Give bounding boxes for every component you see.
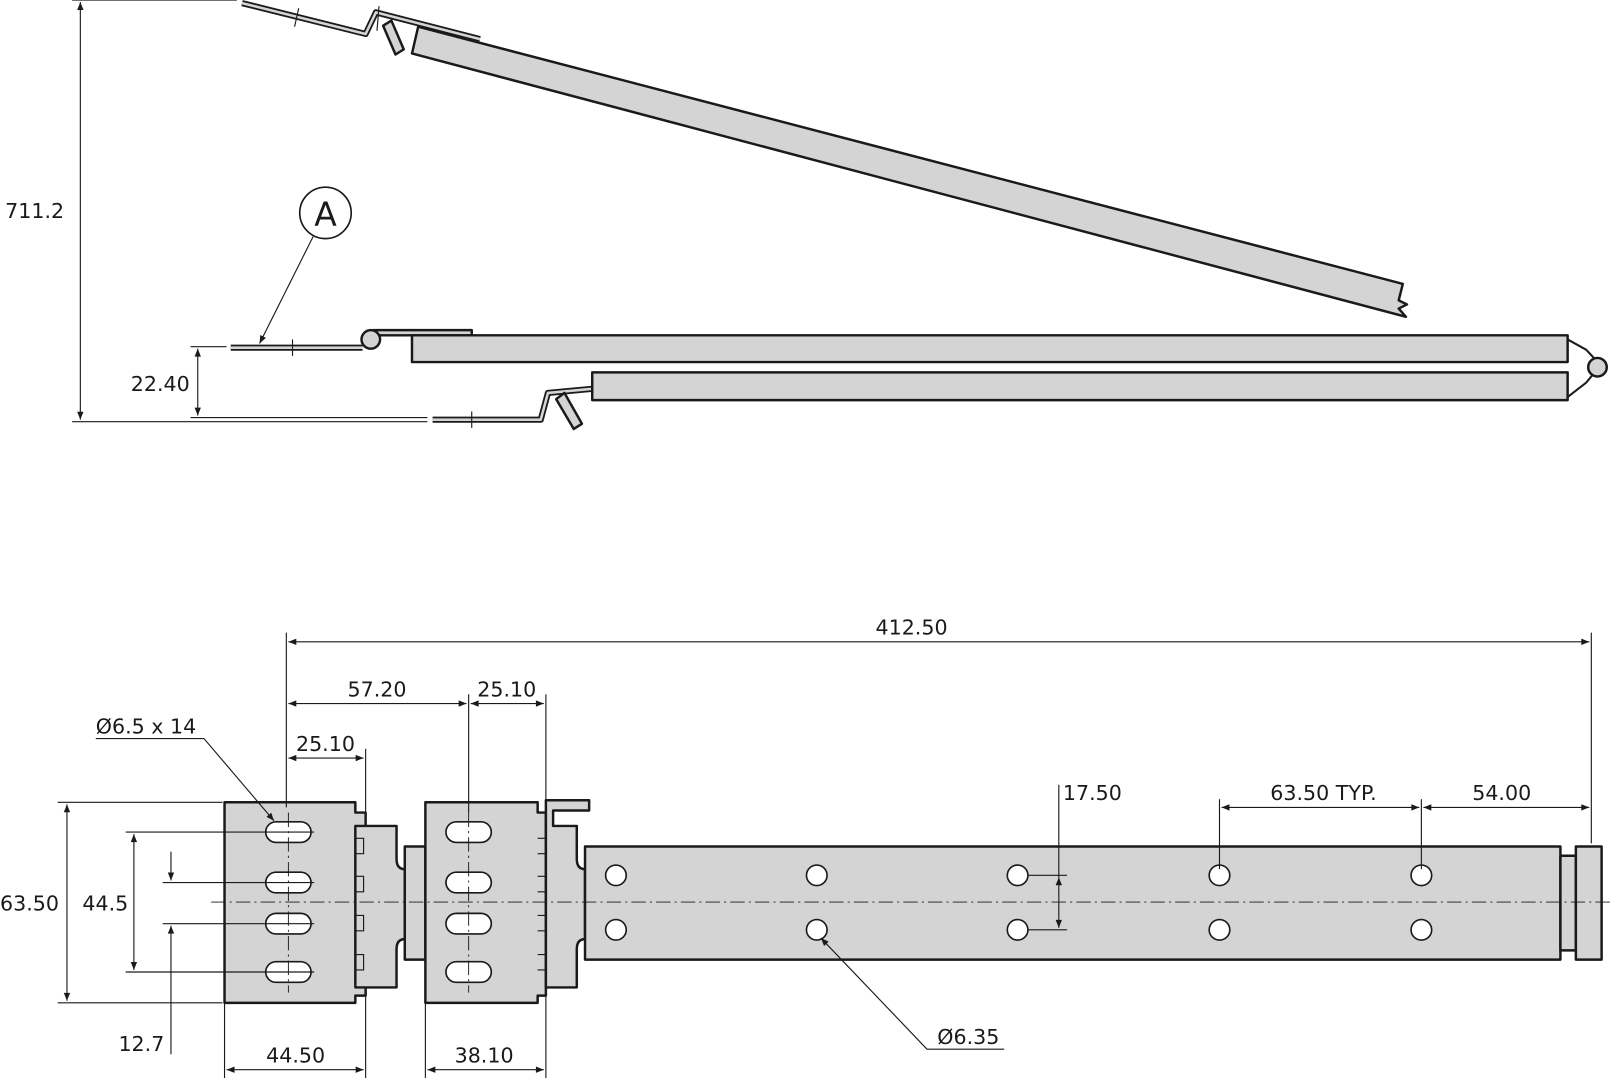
dim-overall-length: 412.50 xyxy=(875,616,947,640)
hinge-pin xyxy=(360,328,382,350)
main-bar xyxy=(583,845,1562,961)
ramp-bar-open xyxy=(410,25,1409,319)
plan-dimensions: 412.50 57.20 25.10 25.10 Ø6.5 x 14 63.50… xyxy=(0,616,1592,1078)
callout-label: A xyxy=(314,194,337,233)
connector xyxy=(403,845,427,961)
top-view-open xyxy=(241,0,1409,319)
side-view-folded xyxy=(230,328,1608,431)
end-cap xyxy=(1574,845,1603,961)
dim-hole-dia: Ø6.35 xyxy=(937,1025,999,1049)
dim-pitch: 57.20 xyxy=(347,677,406,701)
plan-view xyxy=(211,798,1612,1005)
top-dimensions: 711.2 22.40 A xyxy=(5,0,428,423)
hinge-tab xyxy=(381,19,405,56)
holes xyxy=(604,864,1433,941)
ramp-bar-upper xyxy=(410,334,1569,364)
dim-width-b: 25.10 xyxy=(477,677,536,701)
dim-end-offset: 54.00 xyxy=(1472,781,1531,805)
dim-slot-pitch: 12.7 xyxy=(118,1032,164,1056)
dim-plate-b-width: 38.10 xyxy=(455,1044,514,1068)
dim-slot-size: Ø6.5 x 14 xyxy=(96,714,196,738)
callout-circle xyxy=(298,186,353,240)
hinge-pin-end xyxy=(1586,356,1608,378)
dim-hole-pitch: 63.50 TYP. xyxy=(1270,781,1376,805)
teeth xyxy=(355,837,547,971)
dim-width-a: 25.10 xyxy=(296,732,355,756)
dim-plate-height: 63.50 xyxy=(0,891,59,915)
dim-plate-a-width: 44.50 xyxy=(266,1044,325,1068)
dim-slot-span: 44.5 xyxy=(82,891,128,915)
dim-hole-spacing: 17.50 xyxy=(1063,781,1122,805)
ramp-bar-lower xyxy=(590,371,1569,402)
dim-offset: 22.40 xyxy=(131,372,190,396)
dim-overall-height: 711.2 xyxy=(5,199,64,223)
